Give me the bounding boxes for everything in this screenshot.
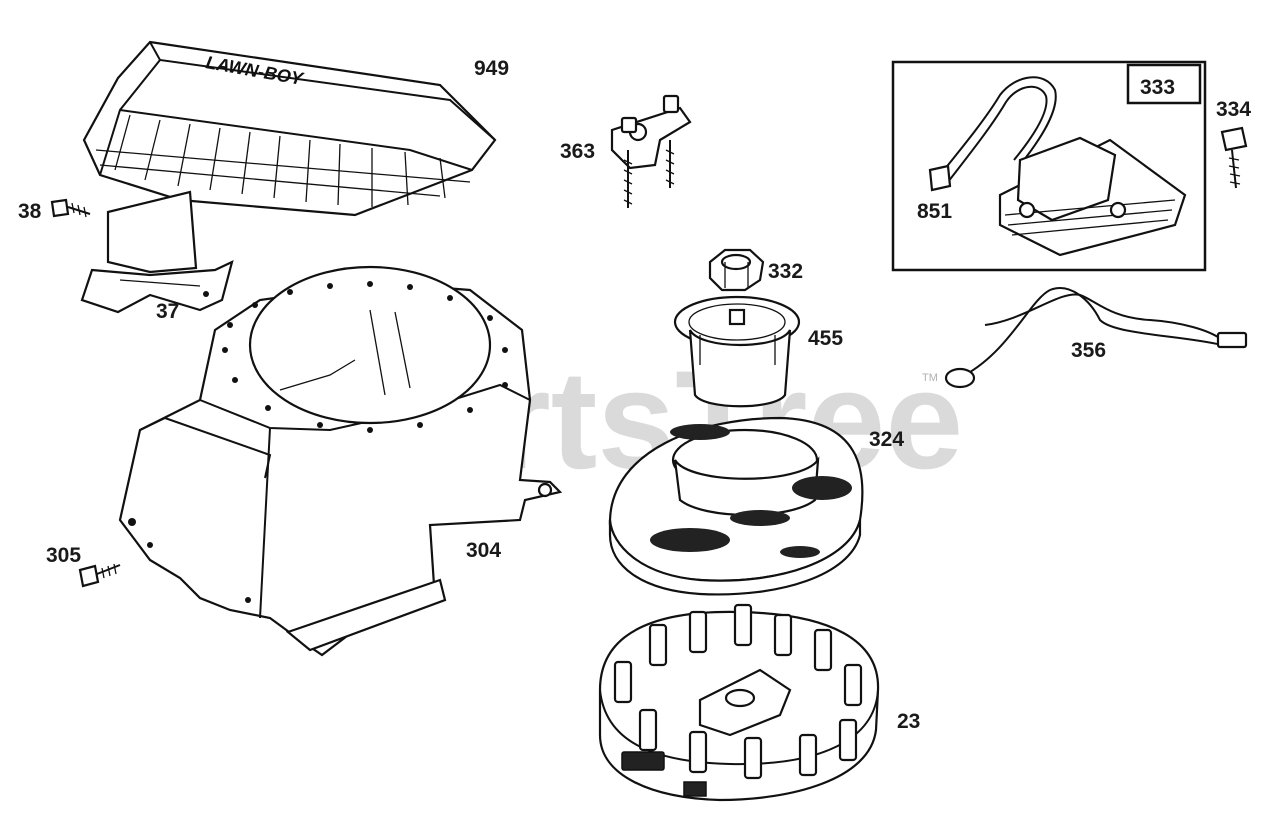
part-screw-38[interactable]	[50, 198, 91, 218]
part-flywheel[interactable]	[598, 603, 880, 802]
part-ground-wire[interactable]	[944, 287, 1248, 389]
label-851[interactable]: 851	[917, 200, 952, 223]
screen-mesh-patches	[650, 424, 852, 558]
label-305[interactable]: 305	[46, 544, 81, 567]
label-455[interactable]: 455	[808, 327, 843, 350]
part-screw-334[interactable]	[1220, 126, 1248, 189]
part-starter-cup[interactable]	[673, 295, 801, 408]
flywheel-fins	[613, 603, 863, 780]
part-bracket[interactable]	[610, 94, 692, 208]
label-333[interactable]: 333	[1140, 76, 1175, 99]
label-304[interactable]: 304	[466, 539, 501, 562]
part-labels: 949 363 333 334 851 38 37 332 455 356 32…	[18, 57, 1251, 733]
label-23[interactable]: 23	[897, 710, 920, 733]
label-324[interactable]: 324	[869, 428, 904, 451]
part-air-cleaner-cover[interactable]: LAWN-BOY	[82, 40, 497, 217]
part-nut[interactable]	[708, 248, 765, 292]
label-332[interactable]: 332	[768, 260, 803, 283]
label-38[interactable]: 38	[18, 200, 42, 223]
part-air-guide[interactable]	[80, 190, 234, 314]
label-356[interactable]: 356	[1071, 339, 1106, 362]
part-ignition-armature[interactable]	[928, 76, 1187, 257]
watermark-trademark: TM	[922, 372, 938, 384]
label-334[interactable]: 334	[1216, 98, 1251, 121]
part-blower-housing[interactable]	[118, 265, 563, 657]
label-37[interactable]: 37	[156, 300, 179, 323]
label-363[interactable]: 363	[560, 140, 595, 163]
housing-bolt-holes	[222, 281, 508, 433]
armature-callout-box	[891, 60, 1207, 272]
label-949[interactable]: 949	[474, 57, 509, 80]
part-rotating-screen[interactable]	[608, 416, 864, 596]
part-screw-305[interactable]	[78, 563, 121, 588]
